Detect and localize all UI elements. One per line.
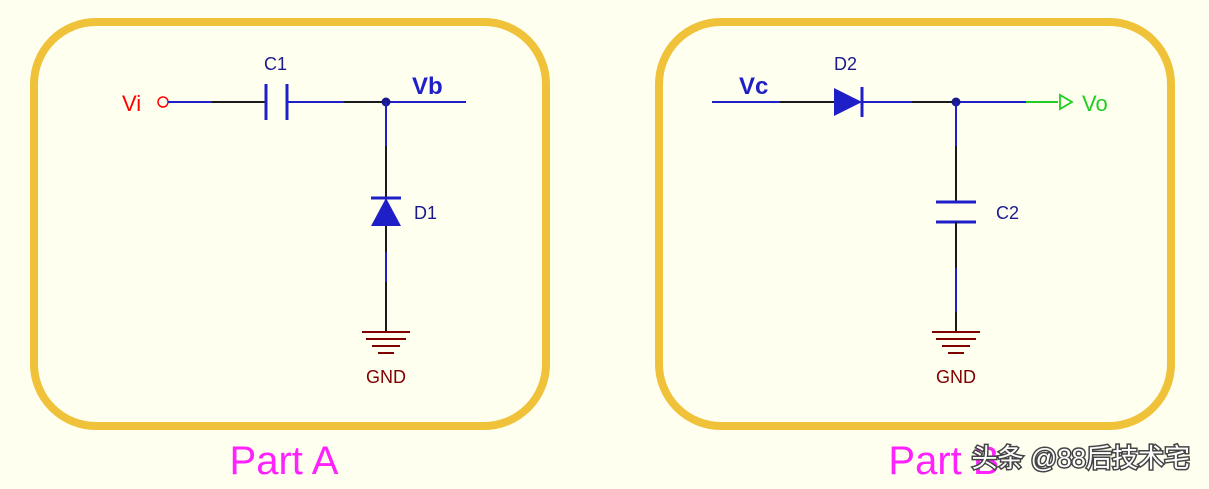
part-b-input-label: Vc (739, 73, 768, 100)
part-a-circuit: Vi C1 Vb D1 (30, 18, 550, 430)
ground-icon (362, 331, 410, 354)
output-port-icon (1059, 93, 1074, 111)
ground-label: GND (366, 367, 406, 387)
part-a-title: Part A (230, 439, 339, 483)
capacitor-icon (264, 84, 289, 120)
part-a-node-label: Vb (412, 73, 443, 100)
capacitor-c1-label: C1 (264, 54, 287, 74)
diode-d2-label: D2 (834, 54, 857, 74)
part-a-input-label: Vi (122, 91, 141, 116)
part-b-output-label: Vo (1082, 91, 1108, 116)
part-b-circuit: Vc D2 Vo C2 (655, 18, 1175, 430)
ground-label: GND (936, 367, 976, 387)
part-a-frame (30, 18, 550, 430)
watermark-text: 头条 @88后技术宅 (971, 443, 1190, 473)
diode-d1-label: D1 (414, 203, 437, 223)
ground-icon (932, 331, 980, 354)
part-b-frame (655, 18, 1175, 430)
diode-icon (834, 87, 864, 117)
capacitor-c2-label: C2 (996, 203, 1019, 223)
part-b-title: Part B (888, 439, 999, 483)
diode-icon (371, 196, 401, 226)
